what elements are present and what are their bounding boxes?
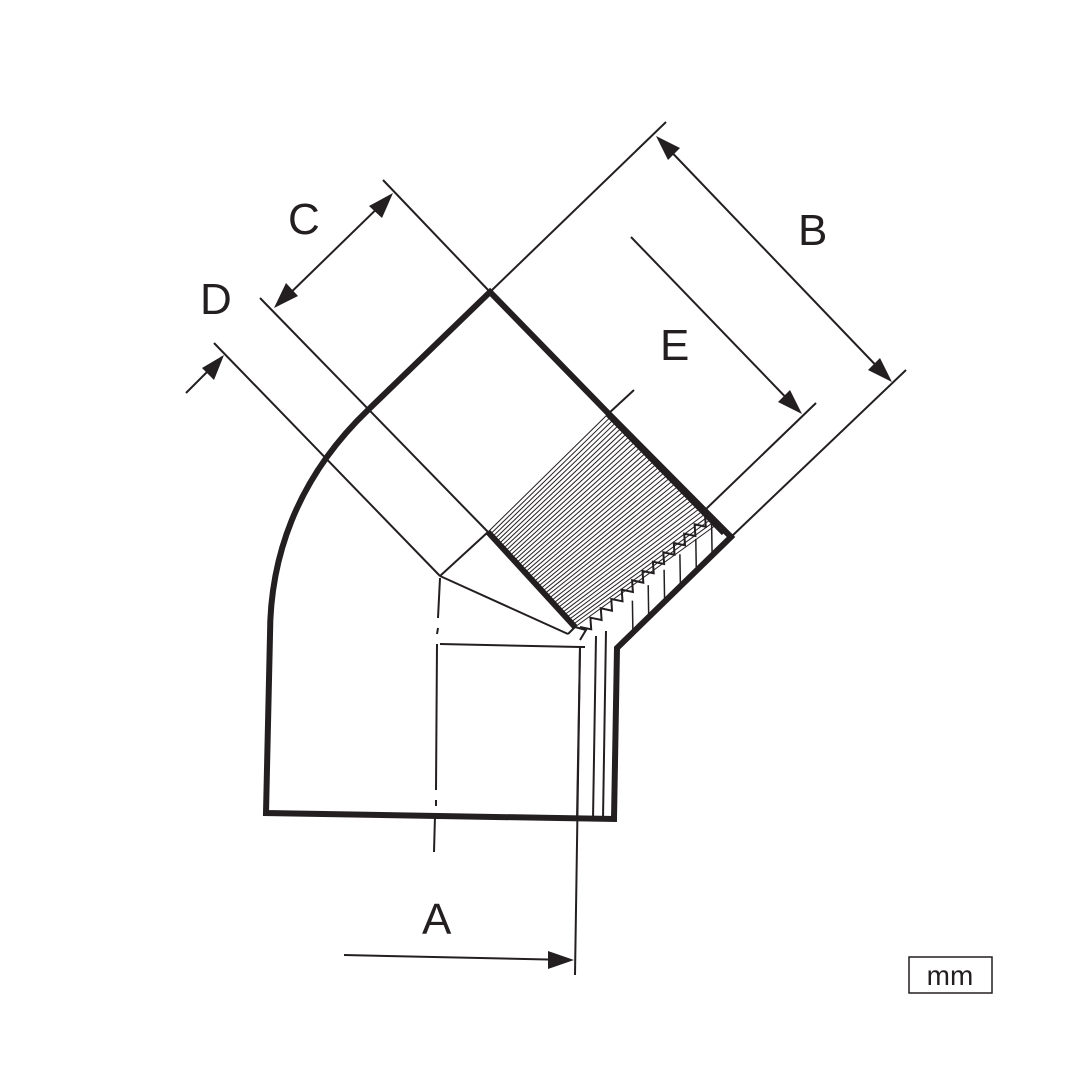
unit-badge: mm: [908, 956, 993, 994]
label-e: E: [660, 321, 689, 370]
thread-line: [496, 424, 620, 542]
thread-line: [531, 469, 663, 580]
thread-line: [546, 488, 682, 597]
thread-line: [487, 413, 609, 533]
thread-line: [550, 494, 687, 602]
thread-line: [542, 483, 676, 592]
thread-line: [561, 508, 701, 614]
thread-line: [507, 438, 633, 554]
ext-line-a: [574, 646, 581, 976]
arrowhead-c-top: [369, 193, 393, 218]
thread-line: [513, 446, 641, 561]
thread-root-line: [631, 600, 634, 633]
thread-line: [537, 477, 671, 587]
ext-line-b-top: [489, 121, 667, 293]
thread-line: [498, 427, 622, 545]
thread-line: [574, 524, 717, 628]
thread-root-line: [695, 538, 698, 571]
thread-zigzag: [579, 514, 707, 631]
ext-line-d: [213, 342, 441, 577]
thread-teeth: [579, 514, 713, 633]
thread-line: [505, 435, 630, 552]
thread-line: [502, 433, 628, 549]
label-a: A: [422, 895, 452, 944]
thread-root-line: [647, 585, 650, 618]
dimension-e: [630, 236, 802, 414]
thread-line: [492, 419, 614, 538]
thread-root-line: [679, 554, 682, 587]
dimension-b: [656, 136, 892, 382]
ext-line-c-bottom: [259, 297, 489, 533]
arrowhead-b-bottom: [868, 358, 892, 382]
thread-line: [528, 466, 660, 578]
extension-lines: [213, 121, 907, 976]
dimension-c: [274, 193, 393, 308]
thread-hatching: [487, 413, 717, 628]
thread-line: [526, 463, 657, 576]
dimension-a: [343, 951, 574, 969]
thread-line: [515, 449, 644, 564]
thread-line: [559, 505, 698, 611]
arrowhead-e: [778, 390, 802, 414]
thread-line: [552, 496, 690, 604]
ext-line-e-top: [607, 389, 635, 415]
thread-line: [518, 452, 647, 566]
thread-line: [563, 510, 703, 616]
thread-line: [535, 474, 668, 585]
inner-bore: [439, 531, 607, 820]
thread-line: [570, 519, 711, 623]
thread-line: [494, 421, 617, 540]
dimension-d: [185, 355, 224, 394]
thread-line: [489, 416, 612, 535]
ext-line-b-bottom: [730, 369, 907, 538]
thread-line: [500, 430, 625, 547]
thread-line: [511, 444, 639, 559]
thread-root-line: [663, 569, 666, 602]
label-c: C: [288, 195, 320, 244]
thread-line: [533, 471, 666, 583]
thread-line: [539, 480, 674, 590]
arrowhead-b-top: [656, 136, 680, 160]
thread-line: [524, 460, 655, 573]
ext-line-c-top: [382, 179, 491, 293]
thread-line: [520, 455, 649, 568]
thread-bottom-edge: [605, 411, 727, 536]
arrowhead-d: [202, 355, 224, 380]
thread-line: [557, 502, 695, 609]
thread-line: [509, 441, 636, 557]
outer-body-outline: [262, 287, 736, 823]
thread-line: [522, 458, 652, 571]
label-d: D: [200, 275, 232, 324]
label-b: B: [798, 206, 827, 255]
thread-line: [544, 485, 679, 595]
arrowhead-c-bottom: [274, 283, 298, 308]
center-line: [433, 577, 441, 853]
ext-line-e-bottom: [704, 402, 817, 511]
arrowhead-a: [548, 951, 574, 969]
thread-line: [566, 513, 706, 618]
thread-line: [548, 491, 684, 599]
unit-label: mm: [927, 960, 974, 991]
thread-root-line: [710, 523, 713, 556]
thread-line: [555, 499, 693, 606]
